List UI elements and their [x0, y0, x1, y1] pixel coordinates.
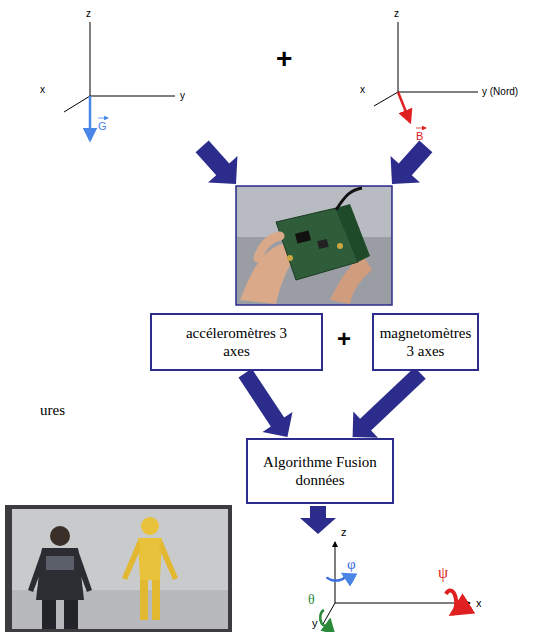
process-box: magnetomètres 3 axes: [372, 313, 479, 371]
sensor-photo: [236, 186, 392, 305]
axis-label: y (Nord): [482, 86, 518, 97]
axis-label: x: [40, 84, 45, 95]
axis-label: φ: [347, 556, 356, 573]
box-label: magnetomètres 3 axes: [380, 324, 472, 360]
flow-arrow: [300, 506, 336, 534]
axis-label: ures: [40, 402, 65, 419]
process-box: Algorithme Fusion données: [246, 438, 394, 504]
flow-arrow: [353, 367, 426, 438]
process-box: accéleromètres 3 axes: [150, 313, 323, 371]
axis-label: +: [276, 44, 292, 75]
axis-label: θ: [308, 592, 315, 607]
axis-label: z: [86, 8, 91, 19]
magnetic-axes: [374, 22, 478, 128]
axis-label: x: [476, 597, 482, 609]
axis-label: y: [312, 617, 318, 629]
box-label: Algorithme Fusion données: [260, 453, 380, 489]
gravity-axes: [64, 22, 175, 140]
axis-label: z: [394, 8, 399, 19]
axis-label: +: [337, 326, 351, 352]
motion-capture-photo: [5, 505, 232, 632]
flow-arrow: [239, 369, 293, 437]
axis-label: B: [416, 130, 423, 142]
axis-label: z: [341, 526, 347, 538]
axis-label: ψ: [438, 564, 448, 582]
box-label: accéleromètres 3 axes: [182, 324, 292, 360]
axis-label: x: [360, 84, 365, 95]
axis-label: G: [98, 120, 107, 132]
orientation-axes: [320, 542, 470, 626]
axis-label: y: [180, 90, 185, 101]
